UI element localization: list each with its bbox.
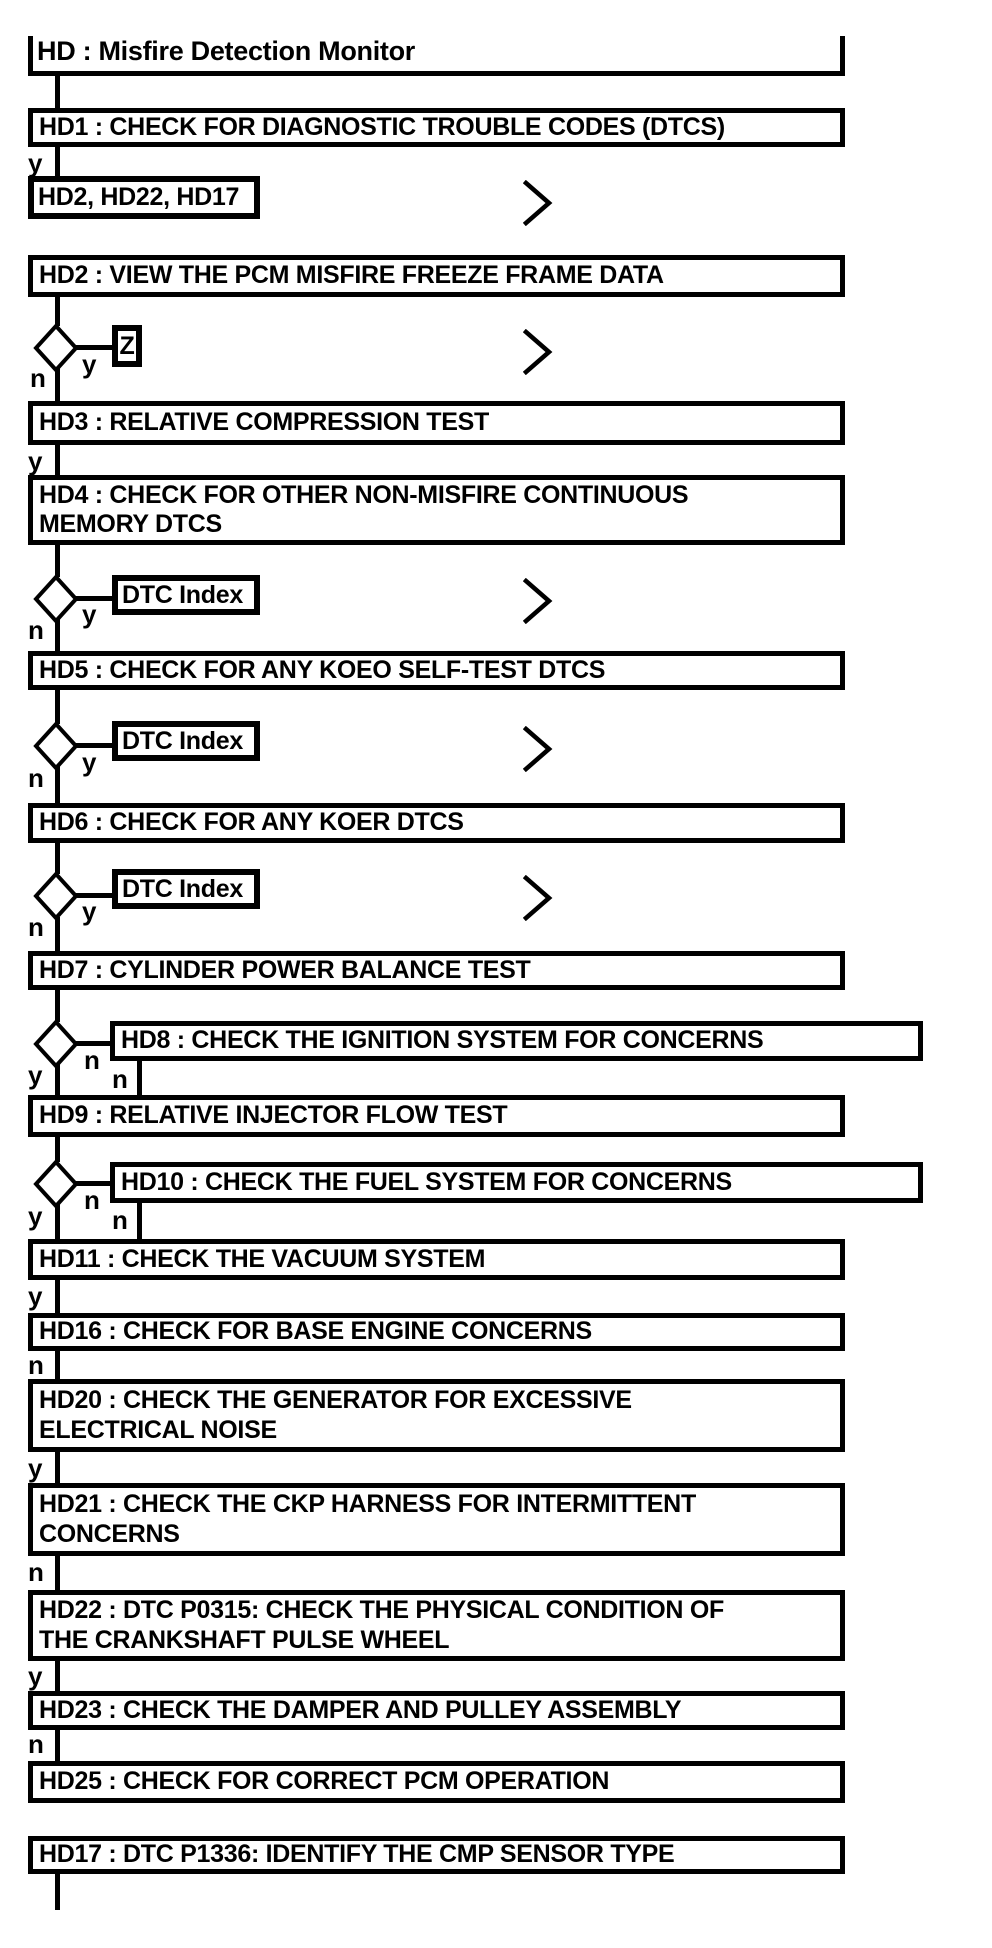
step-box-hd6[interactable]: HD6 : CHECK FOR ANY KOER DTCS bbox=[28, 803, 845, 843]
flow-line-v bbox=[55, 1556, 60, 1590]
branch-label-yes: y bbox=[28, 148, 43, 178]
step-box-hd9[interactable]: HD9 : RELATIVE INJECTOR FLOW TEST bbox=[28, 1095, 845, 1137]
flow-line-v bbox=[55, 690, 60, 724]
branch-label-yes: y bbox=[28, 1661, 43, 1691]
flow-line-v bbox=[55, 368, 60, 401]
flow-line-v bbox=[55, 917, 60, 951]
flow-line-v bbox=[137, 1200, 142, 1239]
flowchart-title: HD : Misfire Detection Monitor bbox=[28, 36, 845, 76]
branch-label-no: n bbox=[28, 1557, 44, 1587]
branch-label-yes: y bbox=[28, 1281, 43, 1311]
flow-line-v bbox=[55, 545, 60, 577]
ref-box-dtc-index[interactable]: DTC Index bbox=[112, 575, 260, 615]
decision-diamond bbox=[33, 324, 79, 372]
step-box-hd22[interactable]: HD22 : DTC P0315: CHECK THE PHYSICAL CON… bbox=[28, 1590, 845, 1661]
flow-line-v bbox=[55, 76, 60, 108]
step-box-hd25[interactable]: HD25 : CHECK FOR CORRECT PCM OPERATION bbox=[28, 1761, 845, 1803]
continuation-chevron-icon bbox=[523, 180, 553, 226]
step-box-hd2[interactable]: HD2 : VIEW THE PCM MISFIRE FREEZE FRAME … bbox=[28, 255, 845, 297]
continuation-chevron-icon bbox=[523, 329, 553, 375]
branch-label-yes: y bbox=[28, 1201, 43, 1231]
continuation-chevron-icon bbox=[523, 726, 553, 772]
branch-label-yes: y bbox=[28, 1453, 43, 1483]
step-box-hd7[interactable]: HD7 : CYLINDER POWER BALANCE TEST bbox=[28, 951, 845, 990]
ref-box-dtc-index[interactable]: DTC Index bbox=[112, 721, 260, 761]
flow-line-h bbox=[74, 345, 114, 350]
decision-diamond bbox=[33, 872, 79, 920]
step-box-hd20[interactable]: HD20 : CHECK THE GENERATOR FOR EXCESSIVE… bbox=[28, 1379, 845, 1452]
step-box-hd21[interactable]: HD21 : CHECK THE CKP HARNESS FOR INTERMI… bbox=[28, 1483, 845, 1556]
flow-line-v bbox=[55, 619, 60, 651]
branch-label-no: n bbox=[84, 1185, 100, 1215]
branch-label-no: n bbox=[28, 1729, 44, 1759]
step-box-hd23[interactable]: HD23 : CHECK THE DAMPER AND PULLEY ASSEM… bbox=[28, 1691, 845, 1730]
branch-label-yes: y bbox=[82, 349, 97, 379]
flow-line-v bbox=[55, 1661, 60, 1691]
ref-box-dtc-index[interactable]: DTC Index bbox=[112, 869, 260, 909]
branch-label-no: n bbox=[112, 1064, 128, 1094]
step-box-hd11[interactable]: HD11 : CHECK THE VACUUM SYSTEM bbox=[28, 1239, 845, 1280]
branch-label-no: n bbox=[28, 1350, 44, 1380]
step-box-hd8[interactable]: HD8 : CHECK THE IGNITION SYSTEM FOR CONC… bbox=[110, 1021, 923, 1061]
branch-label-yes: y bbox=[82, 747, 97, 777]
flow-line-v bbox=[55, 843, 60, 874]
flow-line-v bbox=[55, 766, 60, 803]
branch-label-yes: y bbox=[28, 1060, 43, 1090]
decision-diamond bbox=[33, 1020, 79, 1068]
step-box-hd17[interactable]: HD17 : DTC P1336: IDENTIFY THE CMP SENSO… bbox=[28, 1836, 845, 1874]
step-box-hd1[interactable]: HD1 : CHECK FOR DIAGNOSTIC TROUBLE CODES… bbox=[28, 108, 845, 147]
branch-label-yes: y bbox=[28, 446, 43, 476]
decision-diamond bbox=[33, 1160, 79, 1208]
decision-diamond bbox=[33, 575, 79, 623]
flow-line-v bbox=[137, 1059, 142, 1095]
continuation-chevron-icon bbox=[523, 578, 553, 624]
flow-line-v bbox=[55, 296, 60, 326]
flow-line-v bbox=[55, 1280, 60, 1313]
step-box-hd10[interactable]: HD10 : CHECK THE FUEL SYSTEM FOR CONCERN… bbox=[110, 1162, 923, 1203]
flow-line-v bbox=[55, 1730, 60, 1761]
flow-line-v bbox=[55, 445, 60, 475]
flow-line-v bbox=[55, 147, 60, 176]
flow-line-v bbox=[55, 1874, 60, 1910]
branch-label-no: n bbox=[84, 1045, 100, 1075]
continuation-chevron-icon bbox=[523, 875, 553, 921]
branch-label-yes: y bbox=[82, 896, 97, 926]
flow-line-v bbox=[55, 1137, 60, 1162]
flow-line-h bbox=[74, 743, 114, 748]
flow-line-h bbox=[74, 596, 114, 601]
branch-label-no: n bbox=[28, 615, 44, 645]
branch-label-yes: y bbox=[82, 599, 97, 629]
ref-box-dtc-group[interactable]: HD2, HD22, HD17 bbox=[28, 176, 260, 219]
ref-box-freeze-frame-z[interactable]: Z bbox=[112, 325, 142, 367]
branch-label-no: n bbox=[28, 763, 44, 793]
flow-line-h bbox=[74, 893, 114, 898]
branch-label-no: n bbox=[28, 912, 44, 942]
step-box-hd3[interactable]: HD3 : RELATIVE COMPRESSION TEST bbox=[28, 401, 845, 445]
decision-diamond bbox=[33, 722, 79, 770]
branch-label-no: n bbox=[30, 363, 46, 393]
flow-line-v bbox=[55, 1204, 60, 1239]
flow-line-v bbox=[55, 1452, 60, 1483]
step-box-hd16[interactable]: HD16 : CHECK FOR BASE ENGINE CONCERNS bbox=[28, 1313, 845, 1351]
flow-line-v bbox=[55, 1064, 60, 1095]
flow-line-h bbox=[74, 1181, 112, 1186]
branch-label-no: n bbox=[112, 1205, 128, 1235]
step-box-hd5[interactable]: HD5 : CHECK FOR ANY KOEO SELF-TEST DTCS bbox=[28, 651, 845, 690]
flow-line-v bbox=[55, 1351, 60, 1379]
flow-line-v bbox=[55, 990, 60, 1022]
flow-line-h bbox=[74, 1041, 112, 1046]
step-box-hd4[interactable]: HD4 : CHECK FOR OTHER NON-MISFIRE CONTIN… bbox=[28, 475, 845, 545]
